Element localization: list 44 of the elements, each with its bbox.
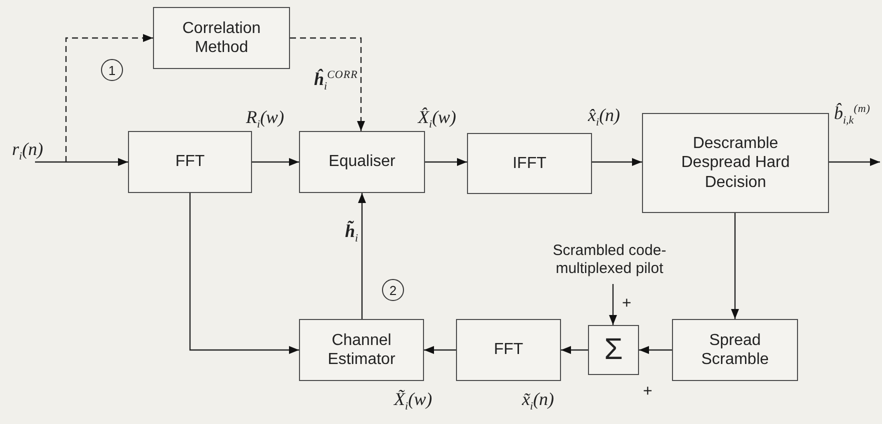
dashed-arrow xyxy=(290,37,365,131)
box-label: Equaliser xyxy=(328,152,396,172)
summing-junction xyxy=(588,325,639,375)
signal-label: x̃$_{i}$(n) xyxy=(522,390,554,413)
process-box xyxy=(456,319,561,381)
process-box xyxy=(467,133,592,194)
arrow xyxy=(731,213,739,319)
arrow xyxy=(189,193,299,354)
signal-label: r$_{i}$(n) xyxy=(12,140,44,163)
process-box xyxy=(299,319,424,381)
arrow xyxy=(252,158,299,166)
box-label: Σ xyxy=(604,332,623,368)
sign-label: + xyxy=(622,296,632,312)
box-label: Descramble Despread Hard Decision xyxy=(680,134,791,192)
arrow xyxy=(639,346,672,354)
arrow xyxy=(592,158,642,166)
signal-label: X̃$_{i}$(w) xyxy=(394,390,432,413)
arrow xyxy=(609,284,617,325)
arrow xyxy=(425,158,467,166)
box-label: Spread Scramble xyxy=(700,330,770,370)
process-box xyxy=(299,131,425,193)
callout-number: 2 xyxy=(382,279,404,301)
process-box xyxy=(153,7,290,69)
signal-label: X̂$_{i}$(w) xyxy=(418,108,456,131)
box-label: Channel Estimator xyxy=(326,330,396,370)
signal-label: h̃$_{i}$ xyxy=(345,222,358,245)
process-box xyxy=(128,131,252,193)
arrow xyxy=(561,346,588,354)
sign-label: + xyxy=(643,384,652,400)
process-box xyxy=(672,319,798,381)
arrow xyxy=(35,158,128,166)
dashed-arrow xyxy=(65,34,153,162)
process-box xyxy=(642,113,829,213)
arrow xyxy=(358,193,366,319)
arrow xyxy=(424,346,456,354)
callout-number: 1 xyxy=(101,59,123,81)
box-label: IFFT xyxy=(512,154,546,174)
signal-label: x̂$_{i}$(n) xyxy=(588,106,620,129)
arrow xyxy=(829,158,880,166)
box-label: Correlation Method xyxy=(181,18,262,58)
signal-label: R$_{i}$(w) xyxy=(246,108,284,131)
box-label: FFT xyxy=(494,340,524,360)
input-label: Scrambled code-multiplexed pilot xyxy=(552,242,668,278)
box-label: FFT xyxy=(175,152,205,172)
